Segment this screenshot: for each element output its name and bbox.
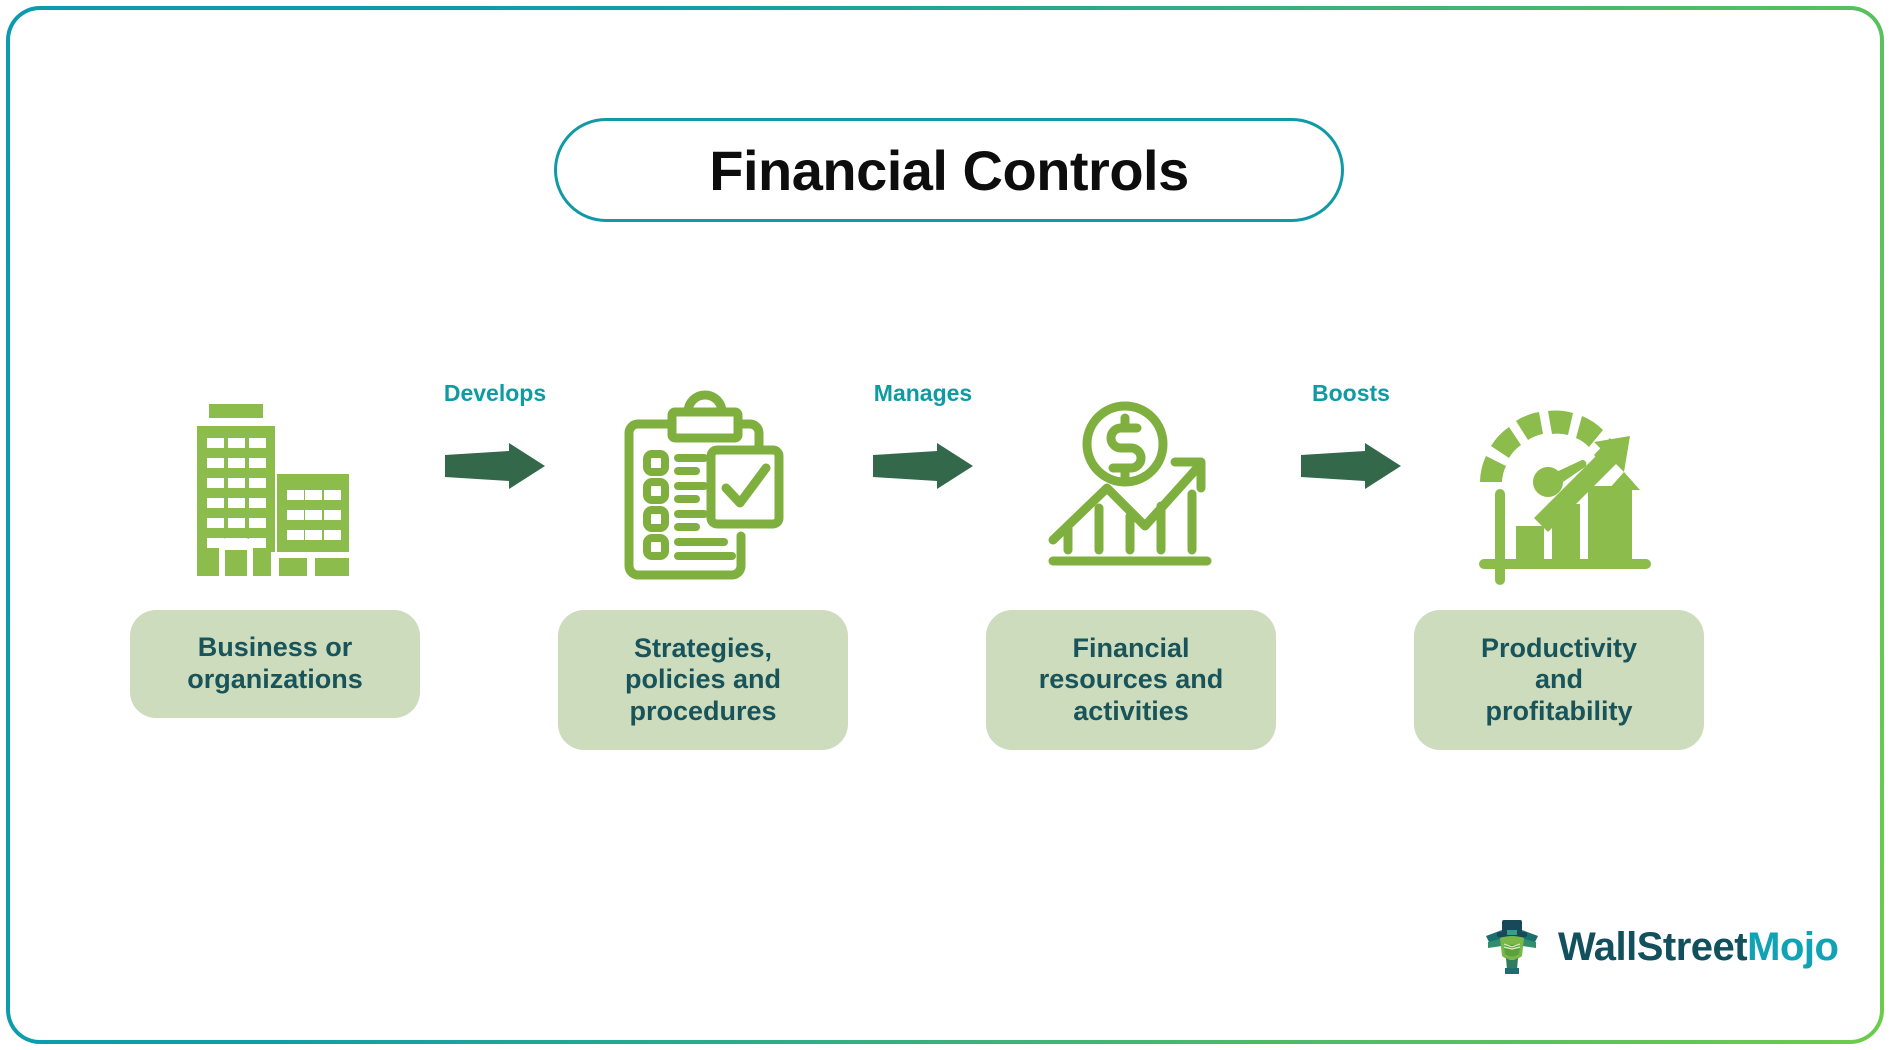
stage-business-organizations: Business or organizations xyxy=(130,360,420,760)
arrow-right-icon xyxy=(1301,443,1401,489)
wallstreetmojo-mascot-icon xyxy=(1486,920,1538,974)
connector-2-label: Manages xyxy=(873,380,973,406)
connector-3-arrow-slot xyxy=(1276,443,1426,489)
page-title: Financial Controls xyxy=(709,138,1189,202)
arrow-right-icon xyxy=(445,443,545,489)
stage-1-label: Business or organizations xyxy=(187,632,363,694)
title-pill: Financial Controls xyxy=(554,118,1344,222)
stage-1-label-box: Business or organizations xyxy=(130,610,420,718)
stage-3-label-box: Financial resources and activities xyxy=(986,610,1276,750)
stage-strategies-policies: Strategies, policies and procedures xyxy=(558,360,848,760)
logo-wordmark: WallStreetMojo xyxy=(1558,924,1839,970)
stage-3-label: Financial resources and activities xyxy=(1038,632,1224,726)
connector-1-arrow-slot xyxy=(420,443,570,489)
process-flow: Business or organizations Develops xyxy=(130,360,1770,760)
connector-2-arrow-slot xyxy=(848,443,998,489)
stage-2-label-box: Strategies, policies and procedures xyxy=(558,610,848,750)
stage-2-icon-slot xyxy=(558,360,848,588)
connector-boosts: Boosts xyxy=(1276,380,1426,580)
stage-3-icon-slot xyxy=(986,360,1276,588)
stage-4-icon-slot xyxy=(1414,360,1704,588)
clipboard-checklist-icon xyxy=(624,390,784,580)
gauge-bar-chart-icon xyxy=(1479,410,1651,585)
stage-2-label: Strategies, policies and procedures xyxy=(624,632,782,726)
stage-financial-resources: Financial resources and activities xyxy=(986,360,1276,760)
office-buildings-icon xyxy=(197,404,349,576)
stage-4-label-box: Productivity and profitability xyxy=(1414,610,1704,750)
canvas: Financial Controls xyxy=(10,10,1880,1040)
connector-develops: Develops xyxy=(420,380,570,580)
stage-1-icon-slot xyxy=(130,360,420,588)
logo-text-primary: WallStreet xyxy=(1558,924,1748,969)
dollar-growth-chart-icon xyxy=(1048,401,1212,566)
connector-manages: Manages xyxy=(848,380,998,580)
arrow-right-icon xyxy=(873,443,973,489)
stage-4-label: Productivity and profitability xyxy=(1480,632,1638,726)
connector-1-label: Develops xyxy=(443,380,547,406)
logo-text-accent: Mojo xyxy=(1747,924,1839,969)
brand-logo: WallStreetMojo xyxy=(1482,916,1839,978)
stage-productivity-profitability: Productivity and profitability xyxy=(1414,360,1704,760)
gradient-border-frame: Financial Controls xyxy=(6,6,1884,1044)
connector-3-label: Boosts xyxy=(1312,380,1390,406)
